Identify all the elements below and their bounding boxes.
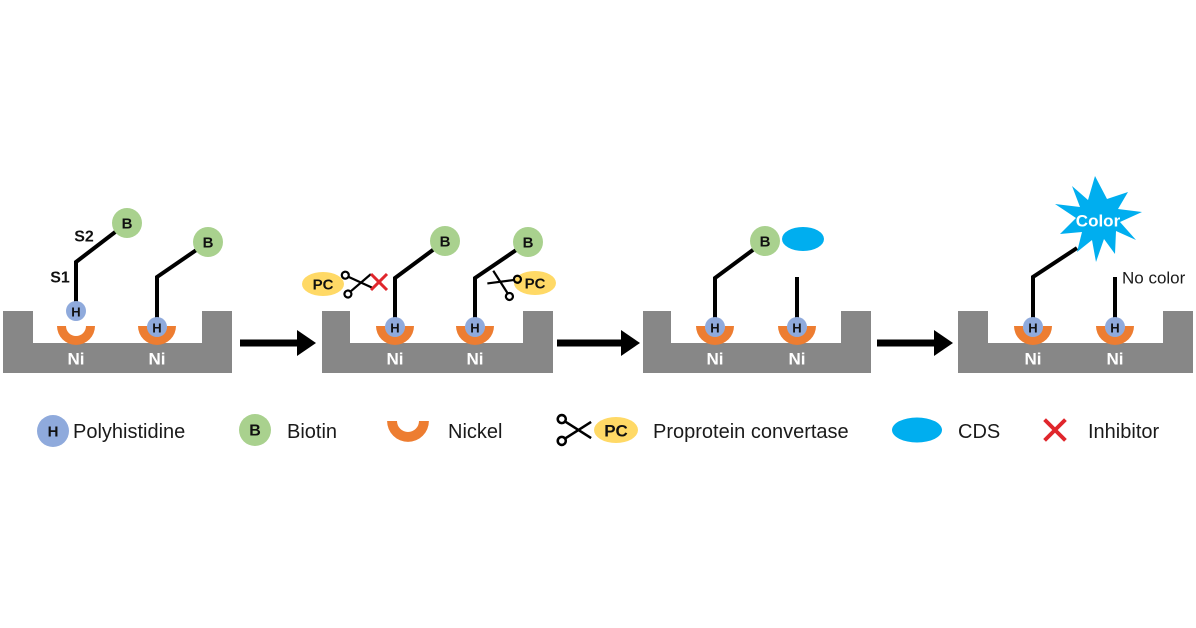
inhibitor-x-icon <box>369 272 389 292</box>
legend-label-nickel: Nickel <box>448 421 502 443</box>
substrate-strand <box>473 240 530 320</box>
legend: H Polyhistidine B Biotin Nickel PC Propr… <box>37 413 1159 447</box>
substrate-strand <box>1031 246 1079 320</box>
polyhistidine-tag-icon <box>705 317 725 337</box>
biotin-icon <box>430 226 460 256</box>
nickel-label: Ni <box>149 350 166 369</box>
legend-item-proprotein-convertase: PC Proprotein convertase <box>556 413 849 447</box>
step-arrow-3 <box>877 330 953 356</box>
polyhistidine-label: H <box>1110 321 1119 336</box>
legend-item-cds: CDS <box>892 417 1000 443</box>
biotin-label: B <box>523 235 534 252</box>
nickel-label: Ni <box>707 350 724 369</box>
polyhistidine-label: H <box>710 321 719 336</box>
nickel-label: Ni <box>789 350 806 369</box>
polyhistidine-symbol: H <box>48 424 59 441</box>
nickel-label: Ni <box>68 350 85 369</box>
polyhistidine-label: H <box>1028 321 1037 336</box>
strand-s1-label: S1 <box>50 270 70 287</box>
microwell <box>643 311 871 373</box>
cds-icon <box>892 417 942 443</box>
legend-label-biotin: Biotin <box>287 421 337 443</box>
cds-icon <box>782 227 824 251</box>
substrate-strand <box>74 221 129 303</box>
pc-label: PC <box>525 276 546 293</box>
strand-s2-label: S2 <box>74 229 94 246</box>
biotin-symbol: B <box>249 423 261 440</box>
biotin-icon <box>112 208 142 238</box>
scissors-icon <box>483 264 524 303</box>
polyhistidine-label: H <box>792 321 801 336</box>
step-arrow-1 <box>240 330 316 356</box>
legend-item-nickel: Nickel <box>387 421 502 443</box>
substrate-strand <box>155 240 210 320</box>
panel-1-capture-step: H H B B S2 S1 Ni Ni <box>3 208 232 373</box>
polyhistidine-tag-icon <box>385 317 405 337</box>
polyhistidine-tag-icon <box>1105 317 1125 337</box>
legend-item-inhibitor: Inhibitor <box>1042 417 1159 443</box>
step-arrow-2 <box>557 330 640 356</box>
biotin-label: B <box>122 216 133 233</box>
nickel-arc-icon <box>57 326 95 345</box>
biotin-label: B <box>203 235 214 252</box>
microwell <box>958 311 1193 373</box>
legend-label-polyhistidine: Polyhistidine <box>73 421 185 443</box>
polyhistidine-label: H <box>470 321 479 336</box>
nickel-label: Ni <box>1025 350 1042 369</box>
substrate-strand <box>713 239 767 320</box>
proprotein-convertase-icon <box>594 417 638 443</box>
color-burst-label: Color <box>1076 212 1121 231</box>
polyhistidine-tag-icon <box>147 317 167 337</box>
biotin-label: B <box>760 234 771 251</box>
polyhistidine-label: H <box>152 321 161 336</box>
no-color-label: No color <box>1122 269 1186 288</box>
nickel-label: Ni <box>1107 350 1124 369</box>
nickel-arc-icon <box>387 421 429 442</box>
panel-4-readout-step: Color No color H H Ni Ni <box>958 176 1193 373</box>
biotin-icon <box>750 226 780 256</box>
polyhistidine-tag-icon <box>1023 317 1043 337</box>
panel-3-detection-binding-step: H H B Ni Ni <box>643 226 871 373</box>
proprotein-convertase-icon <box>514 271 556 295</box>
biotin-label: B <box>440 234 451 251</box>
polyhistidine-label: H <box>390 321 399 336</box>
polyhistidine-label: H <box>71 305 80 320</box>
polyhistidine-tag-icon <box>787 317 807 337</box>
pc-symbol: PC <box>604 422 628 441</box>
polyhistidine-tag-icon <box>37 415 69 447</box>
pc-label: PC <box>313 277 334 294</box>
panel-2-cleavage-step: H H B B PC PC Ni Ni <box>302 226 556 373</box>
legend-label-cds: CDS <box>958 421 1000 443</box>
legend-item-biotin: B Biotin <box>239 414 337 446</box>
color-burst-icon <box>1055 176 1142 262</box>
inhibitor-x-icon <box>1042 417 1068 443</box>
nickel-label: Ni <box>387 350 404 369</box>
scissors-icon <box>556 413 593 447</box>
polyhistidine-tag-icon <box>66 301 86 321</box>
legend-label-proprotein-convertase: Proprotein convertase <box>653 421 849 443</box>
biotin-icon <box>239 414 271 446</box>
legend-label-inhibitor: Inhibitor <box>1088 421 1159 443</box>
proprotein-convertase-icon <box>302 272 344 296</box>
biotin-icon <box>513 227 543 257</box>
microwell <box>3 311 232 373</box>
substrate-strand <box>393 239 447 320</box>
biotin-icon <box>193 227 223 257</box>
polyhistidine-tag-icon <box>465 317 485 337</box>
scissors-icon <box>340 267 375 300</box>
nickel-label: Ni <box>467 350 484 369</box>
microwell <box>322 311 553 373</box>
legend-item-polyhistidine: H Polyhistidine <box>37 415 185 447</box>
